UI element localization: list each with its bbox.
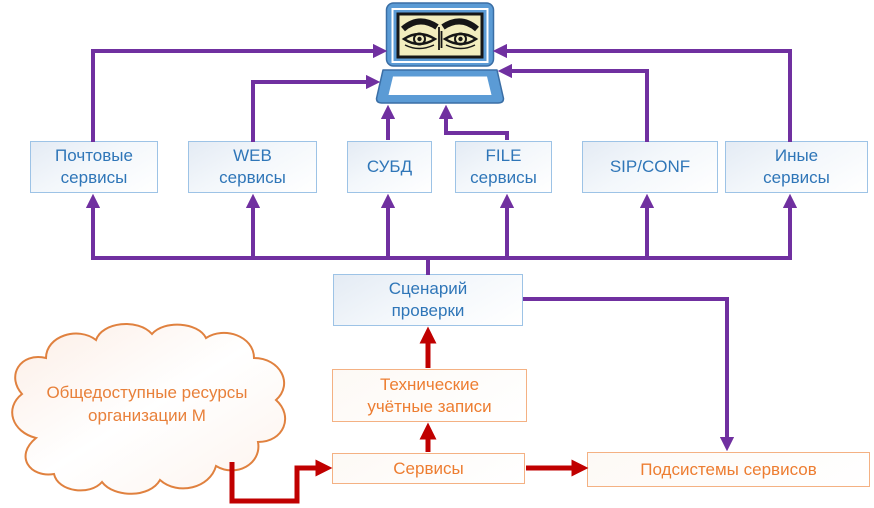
service-box-web: WEB сервисы	[188, 141, 317, 193]
service-box-sipconf: SIP/CONF	[582, 141, 718, 193]
service-box-web-label: WEB сервисы	[219, 146, 286, 187]
arrow-mail-to-laptop	[91, 43, 388, 142]
tech-accounts-box: Технические учётные записи	[332, 369, 527, 422]
arrow-other-to-laptop	[492, 43, 792, 142]
laptop-screen	[385, 2, 495, 67]
service-box-dbms: СУБД	[347, 141, 432, 193]
service-box-other: Иные сервисы	[725, 141, 868, 193]
arrow-cloud-to-services	[229, 459, 333, 504]
arrow-sipconf-to-laptop	[497, 63, 649, 142]
scenario-box-label: Сценарий проверки	[388, 279, 468, 320]
scenario-box: Сценарий проверки	[333, 274, 523, 326]
cloud-label: Общедоступные ресурсы организации М	[22, 382, 272, 428]
service-box-mail: Почтовые сервисы	[30, 141, 158, 193]
laptop-base	[375, 69, 505, 104]
tech-accounts-box-label: Технические учётные записи	[367, 374, 492, 416]
subsystems-box: Подсистемы сервисов	[587, 452, 870, 487]
eyes-image	[396, 12, 484, 59]
cloud-label-text: Общедоступные ресурсы организации М	[46, 383, 248, 425]
subsystems-box-label: Подсистемы сервисов	[640, 459, 817, 479]
services-box: Сервисы	[332, 453, 525, 484]
service-box-file: FILE сервисы	[455, 141, 552, 193]
service-box-dbms-label: СУБД	[366, 157, 413, 177]
arrow-scenario-to-subsystems	[523, 297, 735, 452]
service-box-mail-label: Почтовые сервисы	[55, 146, 133, 187]
service-box-other-label: Иные сервисы	[763, 146, 830, 187]
arrow-file-to-laptop	[438, 104, 509, 140]
services-box-label: Сервисы	[393, 458, 464, 478]
arrow-web-to-laptop	[251, 74, 381, 142]
service-box-file-label: FILE сервисы	[470, 146, 537, 187]
service-box-sipconf-label: SIP/CONF	[609, 157, 691, 177]
